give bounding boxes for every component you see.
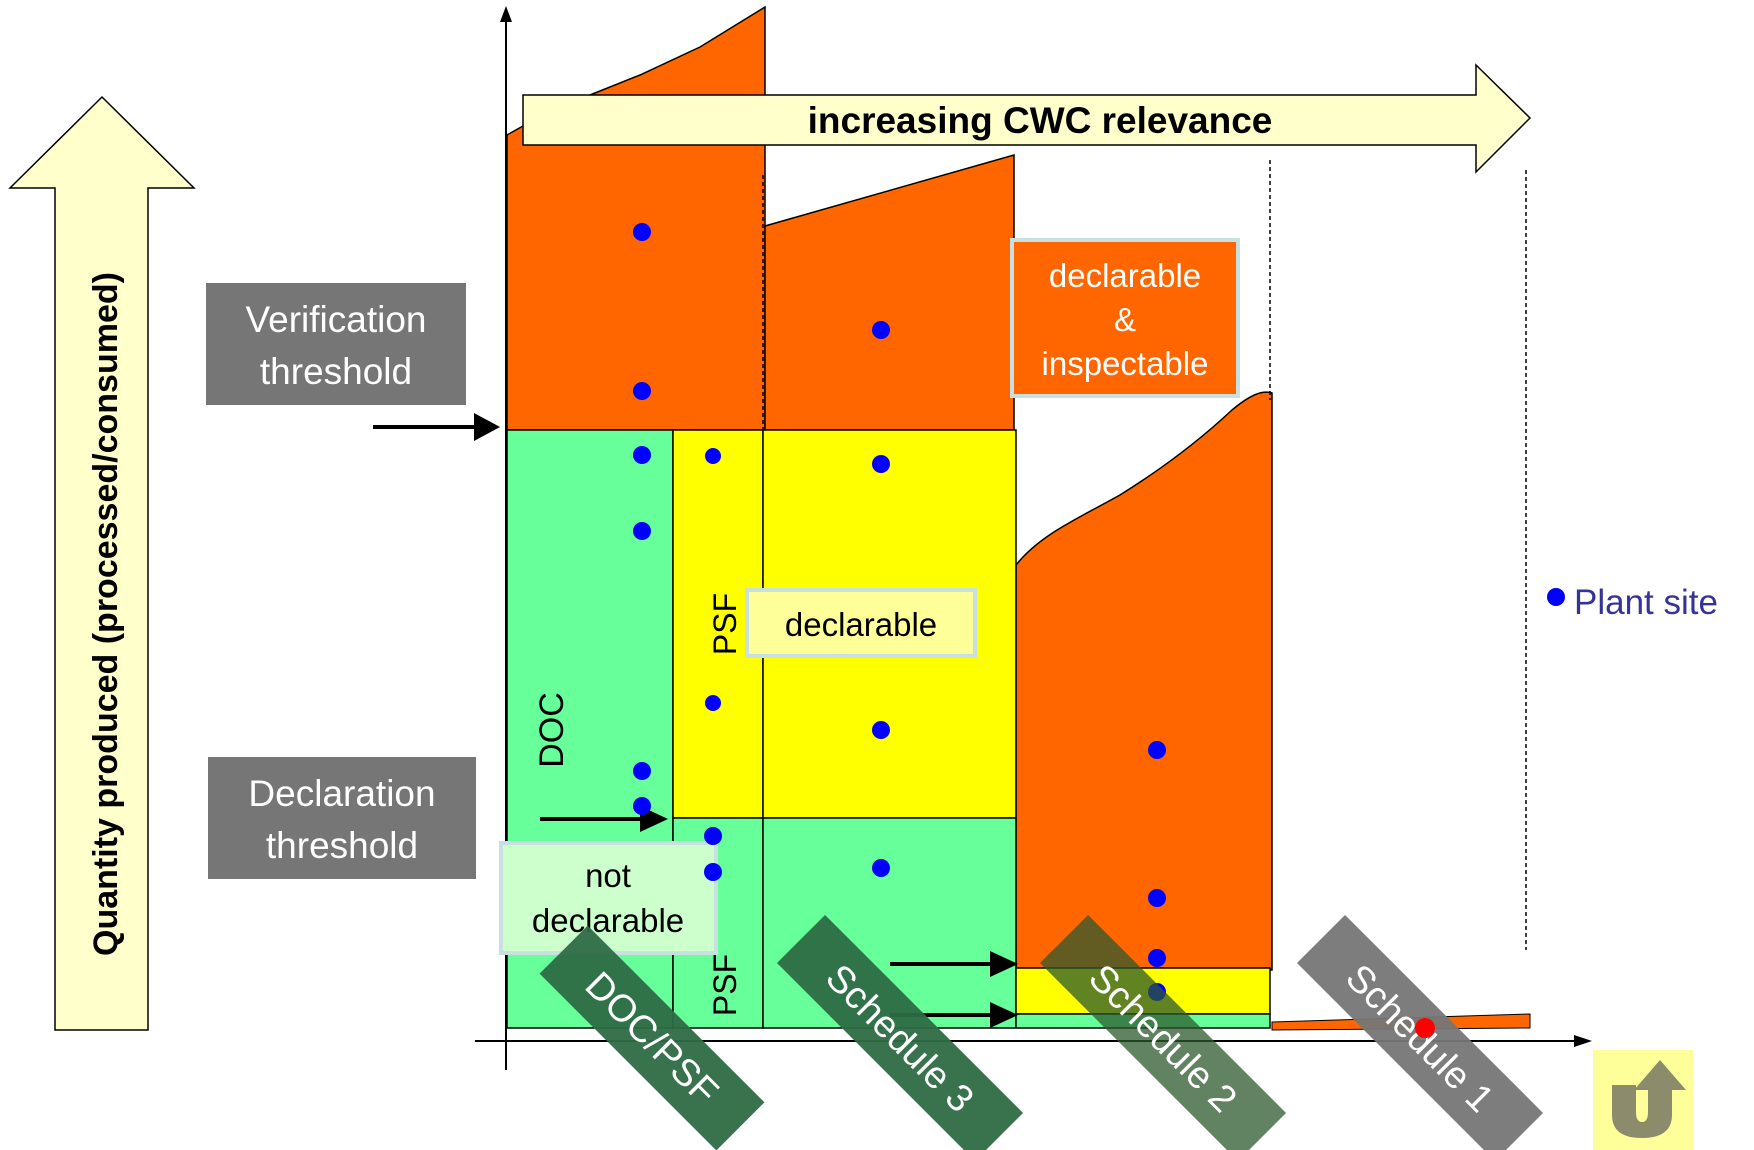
plant-site-dot [633, 446, 651, 464]
schedule2-verification-arrowhead [990, 1002, 1018, 1028]
plant-site-dot [872, 455, 890, 473]
verification-threshold-box [206, 283, 466, 405]
plant-site-dot [1148, 889, 1166, 907]
verification-threshold-label: threshold [260, 351, 412, 392]
not-declarable-box [499, 841, 718, 955]
declarable-inspectable-label: declarable [1049, 257, 1201, 294]
plant-site-dot [872, 721, 890, 739]
plant-site-dot [633, 223, 651, 241]
plant-site-dot [633, 762, 651, 780]
region-schedule2-inspectable [1015, 391, 1273, 971]
y-axis-arrowhead [500, 6, 512, 22]
declarable-inspectable-label: & [1114, 301, 1136, 338]
plant-site-dot [1148, 741, 1166, 759]
declarable-box [745, 588, 977, 658]
declaration-threshold-label: Declaration [248, 773, 435, 814]
verification-threshold-arrowhead [474, 413, 500, 441]
plant-site-dot [872, 321, 890, 339]
relevance-arrow-label: increasing CWC relevance [808, 100, 1273, 141]
plant-site-dot [633, 522, 651, 540]
declarable-inspectable-label: inspectable [1042, 345, 1209, 382]
not-declarable-label: not [585, 857, 631, 894]
schedule2-declaration-arrowhead [990, 951, 1018, 977]
category-label: Schedule 1 [1337, 957, 1501, 1121]
plant-site-dot [633, 797, 651, 815]
schedule1-plant-site-dot [1415, 1018, 1435, 1038]
plant-site-dot [633, 382, 651, 400]
region-doc-inspectable [506, 5, 766, 431]
declarable-inspectable-box [1010, 238, 1240, 398]
declarable-label: declarable [785, 606, 937, 643]
x-axis-arrowhead [1574, 1035, 1592, 1047]
doc-label: DOC [533, 692, 571, 768]
plant-site-dot [705, 695, 721, 711]
declaration-threshold-box [208, 757, 476, 879]
psf-label-lower: PSF [707, 954, 743, 1016]
psf-label-upper: PSF [707, 593, 743, 655]
verification-threshold-label: Verification [246, 299, 427, 340]
y-axis-label-arrow [8, 95, 196, 1031]
legend-dot [1547, 588, 1565, 606]
return-up-arrow-icon[interactable] [1593, 1050, 1693, 1150]
plant-site-dot [872, 859, 890, 877]
y-axis-label: Quantity produced (processed/consumed) [87, 272, 125, 956]
declaration-threshold-label: threshold [266, 825, 418, 866]
plant-site-dot [704, 827, 722, 845]
plant-site-dot [1148, 949, 1166, 967]
plant-site-dot [705, 448, 721, 464]
plant-site-dot [704, 863, 722, 881]
region-schedule3-inspectable [764, 154, 1015, 431]
not-declarable-label: declarable [532, 902, 684, 939]
legend-label: Plant site [1574, 583, 1718, 622]
relevance-arrow [522, 63, 1532, 174]
